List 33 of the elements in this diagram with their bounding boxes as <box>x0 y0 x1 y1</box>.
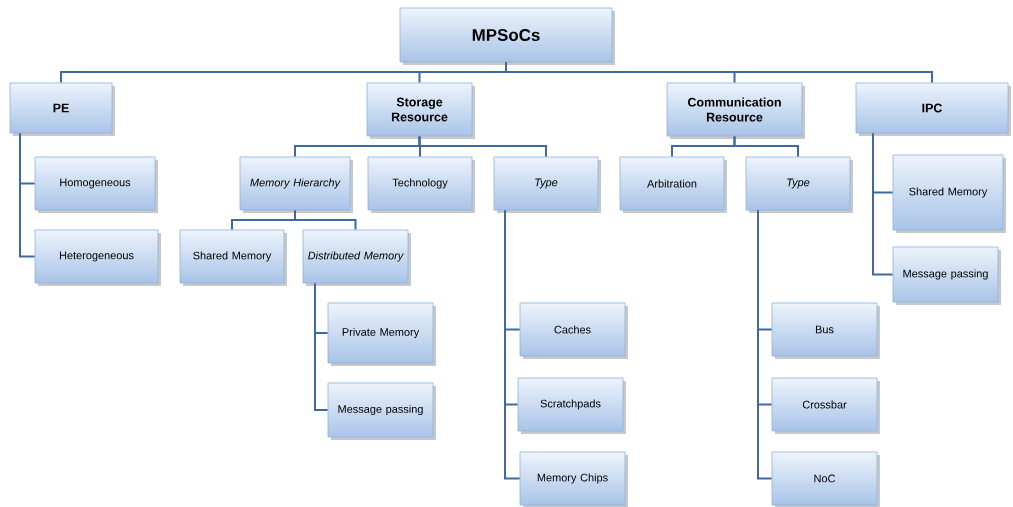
category-box: Storage Resource <box>366 82 475 139</box>
connector-line <box>294 209 357 231</box>
connector-line <box>757 209 773 480</box>
item-box: Scratchpads <box>517 377 626 434</box>
item-box: Shared Memory <box>179 229 287 286</box>
item-box: Private Memory <box>327 302 436 366</box>
item-box: Message passing <box>892 246 1001 305</box>
item-box: Message passing <box>327 382 436 440</box>
connector-line <box>314 282 329 411</box>
item-box: Caches <box>519 302 628 359</box>
category-box: PE <box>9 82 115 136</box>
item-box: Memory Chips <box>519 451 628 507</box>
category-box: IPC <box>855 82 1011 136</box>
connector-line <box>418 135 547 158</box>
category-box: Communication Resource <box>666 82 805 139</box>
connector-line <box>733 135 799 158</box>
item-box: Arbitration <box>619 156 727 213</box>
item-box: Heterogeneous <box>34 229 161 286</box>
connector-line <box>505 61 933 84</box>
connector-line <box>872 132 894 276</box>
item-box: Distributed Memory <box>302 229 411 286</box>
item-box: Bus <box>771 302 880 359</box>
root-box: MPSoCs <box>399 7 615 65</box>
item-box: NoC <box>771 451 880 507</box>
item-box: Memory Hierarchy <box>239 156 353 213</box>
item-box: Crossbar <box>771 377 880 434</box>
item-box: Type <box>493 156 601 213</box>
item-box: Shared Memory <box>892 154 1006 233</box>
connector-line <box>19 132 36 258</box>
connector-line <box>504 209 521 480</box>
item-box: Type <box>745 156 853 213</box>
item-box: Technology <box>367 156 475 213</box>
item-box: Homogeneous <box>34 156 158 213</box>
